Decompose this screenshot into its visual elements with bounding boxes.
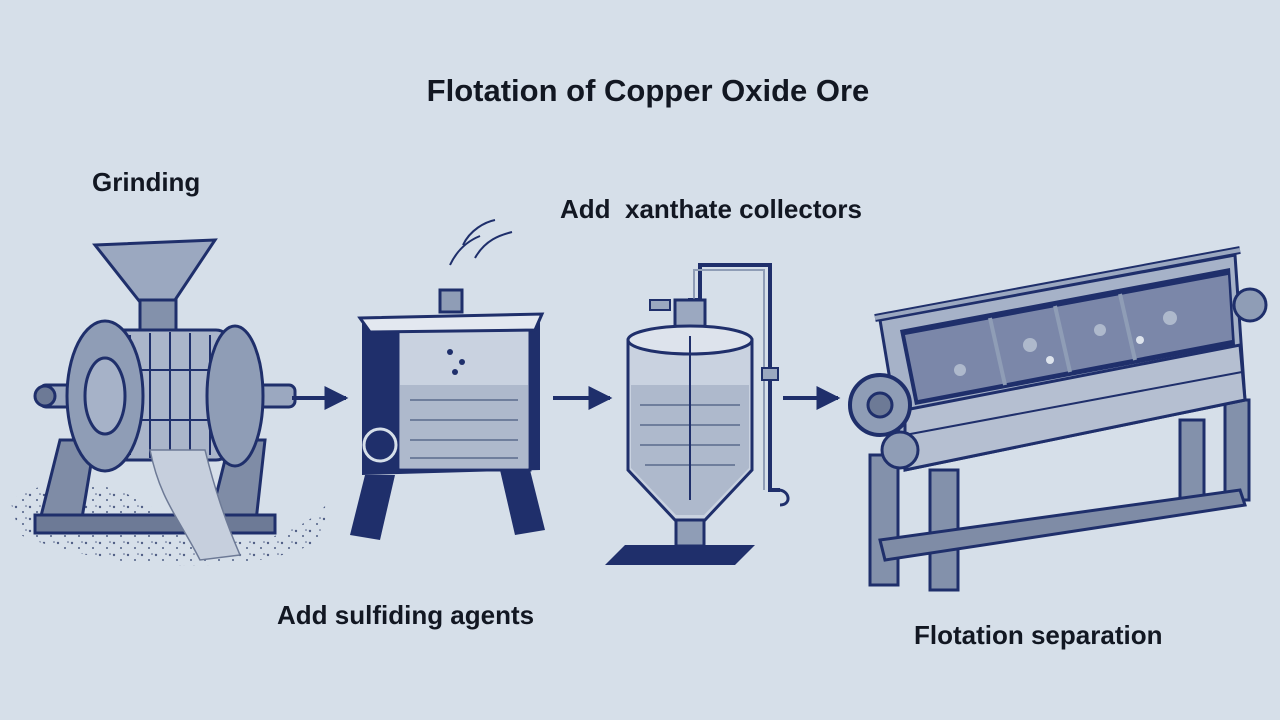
sulfiding-tank-icon: [350, 219, 545, 540]
step-label-flotation: Flotation separation: [914, 620, 1162, 650]
collector-vessel-icon: [605, 263, 790, 565]
step-label-collectors: Add xanthate collectors: [560, 194, 862, 224]
mill-outflow: [149, 449, 242, 561]
grinding-mill-icon: [10, 238, 330, 566]
mill-base: [33, 513, 277, 535]
step-label-sulfiding: Add sulfiding agents: [277, 600, 534, 630]
froth-layer: [905, 275, 1232, 400]
tank-liquid: [400, 385, 528, 468]
mill-end-plate-right: [205, 324, 265, 468]
vessel-base: [605, 545, 755, 565]
diagram-title: Flotation of Copper Oxide Ore: [427, 73, 870, 108]
tank-leg-left: [350, 475, 395, 540]
tank-leg-right: [500, 470, 545, 535]
mill-hopper: [92, 238, 218, 304]
step-label-grinding: Grinding: [92, 167, 200, 197]
dosing-nozzle: [438, 288, 464, 314]
machine-base-rail: [878, 488, 1247, 562]
flotation-machine-icon: [848, 246, 1268, 592]
